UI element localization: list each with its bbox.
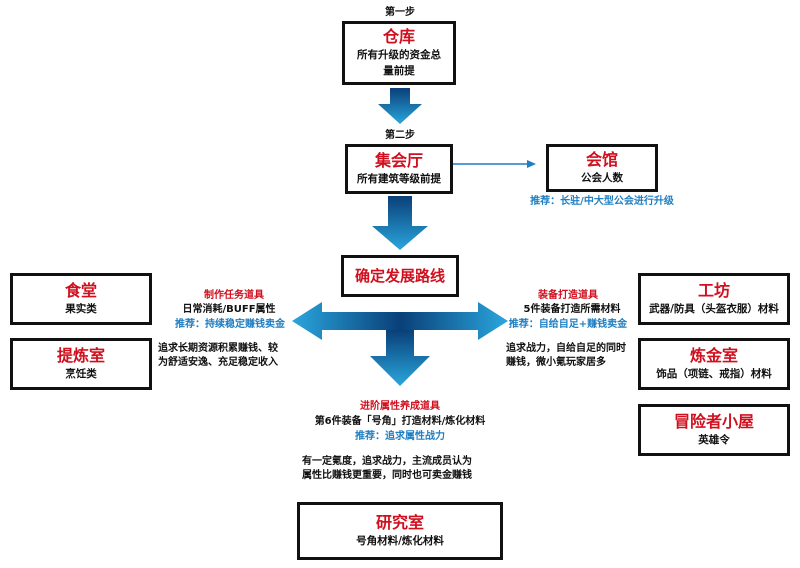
adventurer-box: 冒险者小屋 英雄令: [638, 404, 790, 456]
alchemy-desc: 饰品（项链、戒指）材料: [656, 368, 772, 380]
lab-desc: 号角材料/炼化材料: [356, 535, 444, 547]
adventurer-desc: 英雄令: [698, 434, 730, 446]
canteen-title: 食堂: [64, 281, 97, 300]
guild-connector-head: [527, 160, 536, 168]
left-path-head: 制作任务道具: [204, 290, 264, 301]
down-arrow-3: [370, 330, 430, 386]
down-arrow-1: [378, 88, 422, 124]
right-path-sub: 5件装备打造所需材料: [523, 304, 621, 315]
step1-label: 第一步: [385, 7, 415, 18]
canteen-box: 食堂 果实类: [10, 273, 152, 325]
adventurer-title: 冒险者小屋: [673, 412, 754, 431]
hall-title: 集会厅: [374, 151, 423, 170]
alchemy-box: 炼金室 饰品（项链、戒指）材料: [638, 338, 790, 390]
hall-box: 集会厅 所有建筑等级前提: [345, 144, 453, 194]
bottom-path-rec: 推荐：追求属性战力: [355, 431, 445, 442]
workshop-title: 工坊: [697, 281, 730, 300]
guild-box: 会馆 公会人数: [546, 144, 658, 192]
step2-label: 第二步: [385, 130, 415, 141]
hall-desc: 所有建筑等级前提: [357, 173, 441, 185]
down-arrow-2: [372, 196, 428, 250]
alchemy-title: 炼金室: [689, 346, 738, 365]
direction-title: 确定发展路线: [354, 267, 445, 285]
left-path-desc-line2: 为舒适安逸、充足稳定收入: [158, 357, 278, 368]
guild-note: 推荐：长驻/中大型公会进行升级: [530, 196, 674, 207]
warehouse-box: 仓库 所有升级的资金总 量前提: [342, 21, 456, 85]
warehouse-desc-line1: 所有升级的资金总: [357, 49, 441, 61]
left-path-desc-line1: 追求长期资源积累赚钱、较: [158, 343, 278, 354]
lab-box: 研究室 号角材料/炼化材料: [297, 502, 503, 560]
bottom-path-head: 进阶属性养成道具: [360, 401, 440, 412]
canteen-desc: 果实类: [65, 303, 97, 315]
guild-desc: 公会人数: [581, 172, 623, 184]
workshop-desc: 武器/防具（头盔衣服）材料: [649, 303, 779, 315]
bottom-path-desc-line2: 属性比赚钱更重要，同时也可卖金赚钱: [302, 470, 472, 481]
right-path-desc-line1: 追求战力，自给自足的同时: [506, 343, 626, 354]
right-path-head: 装备打造道具: [538, 290, 598, 301]
guild-title: 会馆: [585, 150, 618, 169]
right-path-rec: 推荐：自给自足+赚钱卖金: [508, 319, 628, 330]
left-path-rec: 推荐：持续稳定赚钱卖金: [175, 319, 285, 330]
left-path-sub: 日常消耗/BUFF属性: [182, 304, 276, 315]
warehouse-title: 仓库: [382, 27, 415, 46]
refinery-desc: 烹饪类: [65, 368, 97, 380]
right-path-desc-line2: 赚钱，微小氪玩家居多: [506, 357, 606, 368]
horizontal-double-arrow: [292, 302, 508, 340]
lab-title: 研究室: [375, 513, 424, 532]
warehouse-desc-line2: 量前提: [383, 65, 415, 77]
refinery-title: 提炼室: [56, 346, 105, 365]
bottom-path-desc-line1: 有一定氪度，追求战力，主流成员认为: [302, 456, 472, 467]
bottom-path-sub: 第6件装备「号角」打造材料/炼化材料: [314, 416, 486, 427]
workshop-box: 工坊 武器/防具（头盔衣服）材料: [638, 273, 790, 325]
direction-box: 确定发展路线: [341, 255, 459, 297]
refinery-box: 提炼室 烹饪类: [10, 338, 152, 390]
